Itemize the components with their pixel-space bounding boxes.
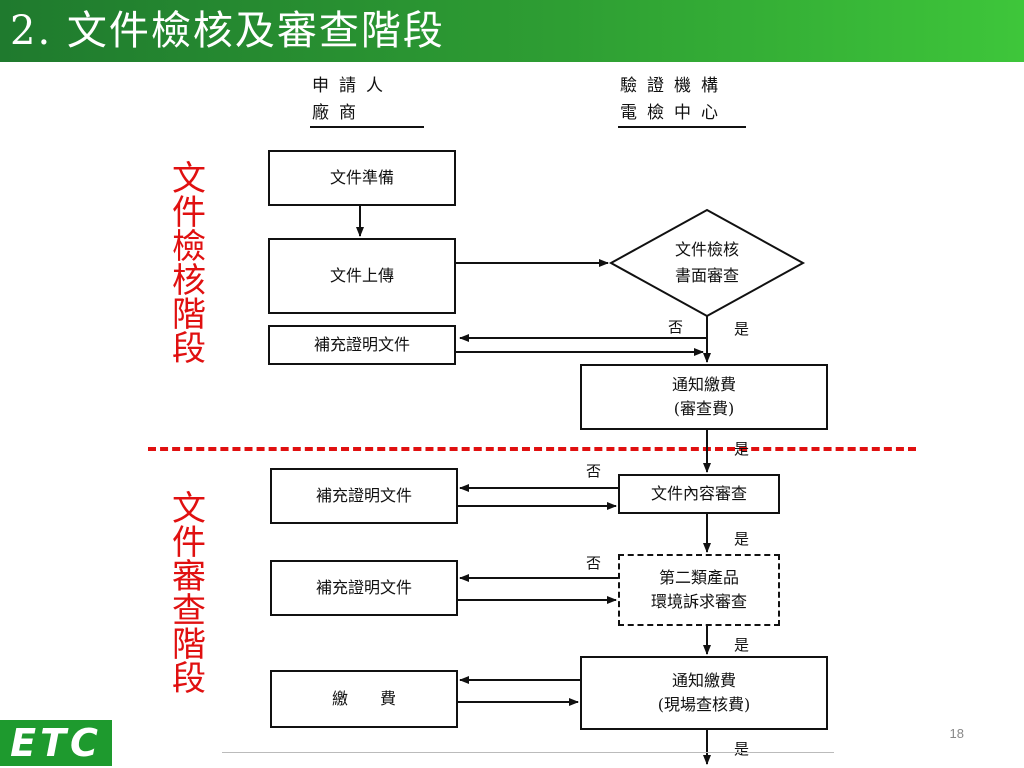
phase-divider (148, 447, 916, 451)
node-doc-check: 文件檢核 書面審查 (611, 237, 803, 289)
node-notify-fee-review-line2: (審查費) (673, 399, 735, 418)
label-yes-2: 是 (734, 440, 750, 458)
header-applicant: 申請人 (312, 76, 393, 96)
page-number: 18 (949, 726, 964, 741)
header-right-underline (618, 126, 746, 128)
node-notify-fee-onsite-line1: 通知繳費 (671, 671, 736, 690)
title-bar: 2. 文件檢核及審查階段 (0, 0, 1024, 62)
node-class2-review-line2: 環境訴求審查 (650, 592, 747, 611)
header-left-underline (310, 126, 424, 128)
phase-label-check-text: 文件檢核階段 (165, 160, 206, 364)
label-yes-4: 是 (734, 636, 750, 654)
node-supplement-2: 補充證明文件 (270, 468, 458, 524)
node-doc-upload: 文件上傳 (268, 238, 456, 314)
label-no-1: 否 (668, 318, 684, 336)
etc-logo: ETC (0, 720, 112, 766)
phase-label-review: 文件審查階段 (166, 490, 206, 694)
node-content-review: 文件內容審查 (618, 474, 780, 514)
label-yes-1: 是 (734, 320, 750, 338)
node-notify-fee-review-line1: 通知繳費 (671, 375, 736, 394)
node-supplement-1: 補充證明文件 (268, 325, 456, 365)
node-notify-fee-onsite: 通知繳費 (現場查核費) (580, 656, 828, 730)
label-yes-5: 是 (734, 740, 750, 758)
header-etc-center: 電檢中心 (620, 103, 728, 123)
decision-diamond (608, 208, 806, 318)
label-no-3: 否 (586, 554, 602, 572)
node-class2-review: 第二類產品 環境訴求審查 (618, 554, 780, 626)
page-title: 2. 文件檢核及審查階段 (10, 8, 445, 54)
phase-label-review-text: 文件審查階段 (165, 490, 206, 694)
phase-label-check: 文件檢核階段 (166, 160, 206, 364)
etc-logo-text: ETC (10, 721, 102, 765)
node-doc-prep: 文件準備 (268, 150, 456, 206)
header-cert-body: 驗證機構 (620, 76, 728, 96)
node-doc-check-line2: 書面審查 (674, 266, 739, 285)
node-class2-review-line1: 第二類產品 (658, 568, 739, 587)
bottom-rule (222, 752, 834, 753)
label-no-2: 否 (586, 462, 602, 480)
label-yes-3: 是 (734, 530, 750, 548)
node-doc-check-line1: 文件檢核 (674, 240, 739, 259)
node-notify-fee-onsite-line2: (現場查核費) (657, 695, 751, 714)
node-notify-fee-review: 通知繳費 (審查費) (580, 364, 828, 430)
node-pay-fee: 繳 費 (270, 670, 458, 728)
header-vendor: 廠商 (312, 103, 366, 123)
node-supplement-3: 補充證明文件 (270, 560, 458, 616)
